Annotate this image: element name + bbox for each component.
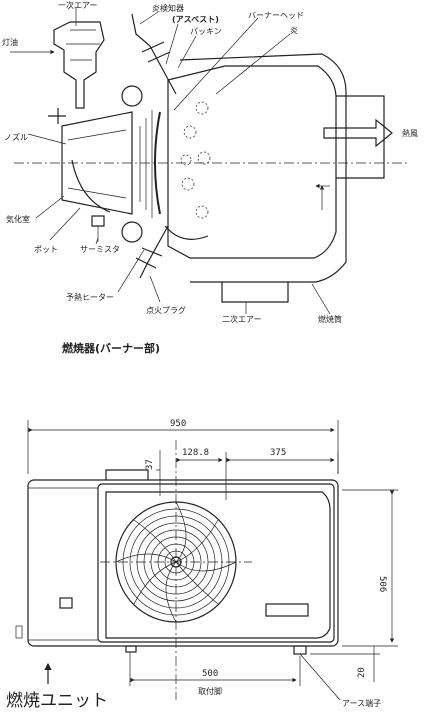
label-burner-head: バーナーヘッド <box>248 11 304 20</box>
primary-air-inlet <box>53 21 105 109</box>
flame-curve <box>164 225 209 240</box>
caption-burner: 燃焼器(バーナー部) <box>61 341 160 355</box>
label-ignition-plug: 点火プラグ <box>146 305 186 315</box>
vaporizing-chamber-curve <box>71 159 111 213</box>
label-asbestos: (アスベスト) <box>172 15 219 24</box>
unit-front-panel <box>97 483 335 643</box>
flame-holes <box>180 101 211 219</box>
nozzle-fitting <box>48 108 66 124</box>
unit-body <box>27 479 339 647</box>
dim-width: 950 <box>170 419 186 429</box>
label-foot: 取付脚 <box>198 686 222 696</box>
label-secondary-air: 二次エアー <box>222 314 262 324</box>
label-flame-detector: 炎検知器 <box>152 3 184 13</box>
unit-drawing: 950 128.8 375 37 506 20 500 取付脚 アース端子 燃焼… <box>6 419 398 711</box>
label-primary-air: 一次エアー <box>58 0 98 10</box>
label-hot-air: 熱風 <box>402 128 418 138</box>
dim-base-gap: 20 <box>357 667 367 678</box>
dim-foot-span: 500 <box>202 669 218 679</box>
dim-top-gap: 37 <box>145 459 155 470</box>
dim-offset-a: 128.8 <box>182 448 209 458</box>
dim-height: 506 <box>377 576 387 592</box>
dim-offset-b: 375 <box>270 448 286 458</box>
label-earth-terminal: アース端子 <box>342 698 381 708</box>
pot-inner-lines <box>67 129 127 199</box>
burner-head-wall <box>154 111 161 215</box>
secondary-air-inlet <box>221 282 289 303</box>
label-combustion-chamber: 燃焼筒 <box>318 314 342 324</box>
upper-lug <box>121 85 143 107</box>
side-panel-lines <box>28 487 98 641</box>
burner-section-drawing: 一次エアー 炎検知器 (アスベスト) バーナーヘッド パッキン 炎 灯油 ノズル… <box>2 0 418 355</box>
nameplate <box>265 603 309 617</box>
pot-body <box>61 111 133 215</box>
top-lug <box>105 469 149 480</box>
foot-left <box>125 645 137 653</box>
burner-labels: 一次エアー 炎検知器 (アスベスト) バーナーヘッド パッキン 炎 灯油 ノズル… <box>2 0 418 324</box>
burner-head-rings <box>139 110 153 218</box>
flame-detector-rod <box>131 13 177 95</box>
hot-air-duct <box>336 95 385 179</box>
label-packing: パッキン <box>190 27 222 36</box>
label-flame: 炎 <box>290 26 298 35</box>
lower-lug <box>121 221 143 243</box>
combustion-drum <box>167 65 337 259</box>
label-pot: ポット <box>34 245 58 254</box>
hot-air-arrow <box>323 118 393 148</box>
inlet-details <box>66 29 100 61</box>
caption-unit: 燃焼ユニット <box>6 691 108 711</box>
thermistor-body <box>91 215 105 227</box>
label-preheat-heater: 予熱ヒーター <box>66 292 114 302</box>
outer-housing <box>179 53 347 283</box>
grille-frame <box>105 491 331 639</box>
side-badge <box>59 597 73 609</box>
ignition-plug-rod <box>135 225 169 279</box>
label-nozzle: ノズル <box>4 132 28 142</box>
earth-terminal <box>293 645 307 655</box>
label-vaporizing-chamber: 気化室 <box>6 214 30 224</box>
side-terminal <box>15 625 23 639</box>
label-thermistor: サーミスタ <box>80 245 120 254</box>
label-kerosene: 灯油 <box>2 37 18 47</box>
leader-lines <box>27 8 331 315</box>
